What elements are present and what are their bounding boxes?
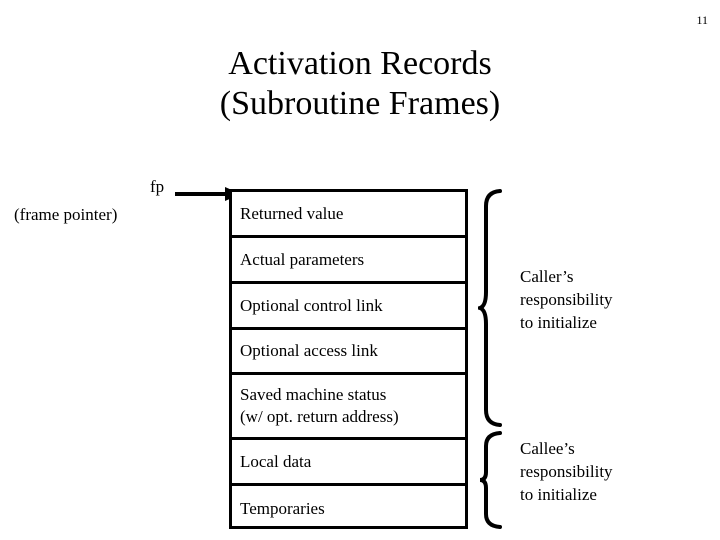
page-title-line-2: (Subroutine Frames) [219, 84, 501, 122]
caller-responsibility-annotation: Caller’s responsibility to initialize [478, 188, 708, 428]
page-title-line-1: Activation Records [228, 45, 492, 82]
annotation-line: responsibility [520, 289, 613, 309]
row-label: Local data [240, 451, 312, 471]
table-row: Optional access link [232, 330, 465, 375]
curly-brace-icon [479, 431, 502, 529]
fp-label: fp [150, 177, 165, 196]
row-sublabel: (w/ opt. return address) [240, 407, 399, 426]
row-label: Actual parameters [240, 249, 365, 269]
table-row: Returned value [232, 192, 465, 238]
annotation-line: responsibility [520, 461, 613, 481]
table-row: Saved machine status (w/ opt. return add… [232, 375, 465, 440]
activation-record-box: Returned value Actual parameters Optiona… [229, 189, 468, 529]
slide-number: 11 [696, 13, 708, 27]
callee-responsibility-label: Callee’s responsibility to initialize [520, 438, 613, 507]
row-label: Returned value [240, 203, 344, 223]
annotation-line: Caller’s [520, 267, 574, 286]
row-label: Optional access link [240, 341, 378, 361]
row-label: Temporaries [240, 499, 325, 519]
frame-pointer-group: fp (frame pointer) [14, 177, 241, 230]
table-row: Actual parameters [232, 238, 465, 284]
annotation-line: Callee’s [520, 439, 575, 458]
row-label: Optional control link [240, 295, 383, 315]
page-title: Activation Records (Subroutine Frames) [0, 44, 720, 124]
table-row: Optional control link [232, 284, 465, 330]
caller-responsibility-label: Caller’s responsibility to initialize [520, 266, 613, 335]
table-row: Local data [232, 440, 465, 486]
table-row: Temporaries [232, 486, 465, 532]
annotation-line: to initialize [520, 484, 597, 504]
annotation-line: to initialize [520, 312, 597, 332]
callee-responsibility-annotation: Callee’s responsibility to initialize [478, 430, 708, 530]
curly-brace-icon [478, 189, 502, 427]
row-label: Saved machine status [240, 385, 387, 405]
frame-pointer-description: (frame pointer) [14, 205, 118, 224]
